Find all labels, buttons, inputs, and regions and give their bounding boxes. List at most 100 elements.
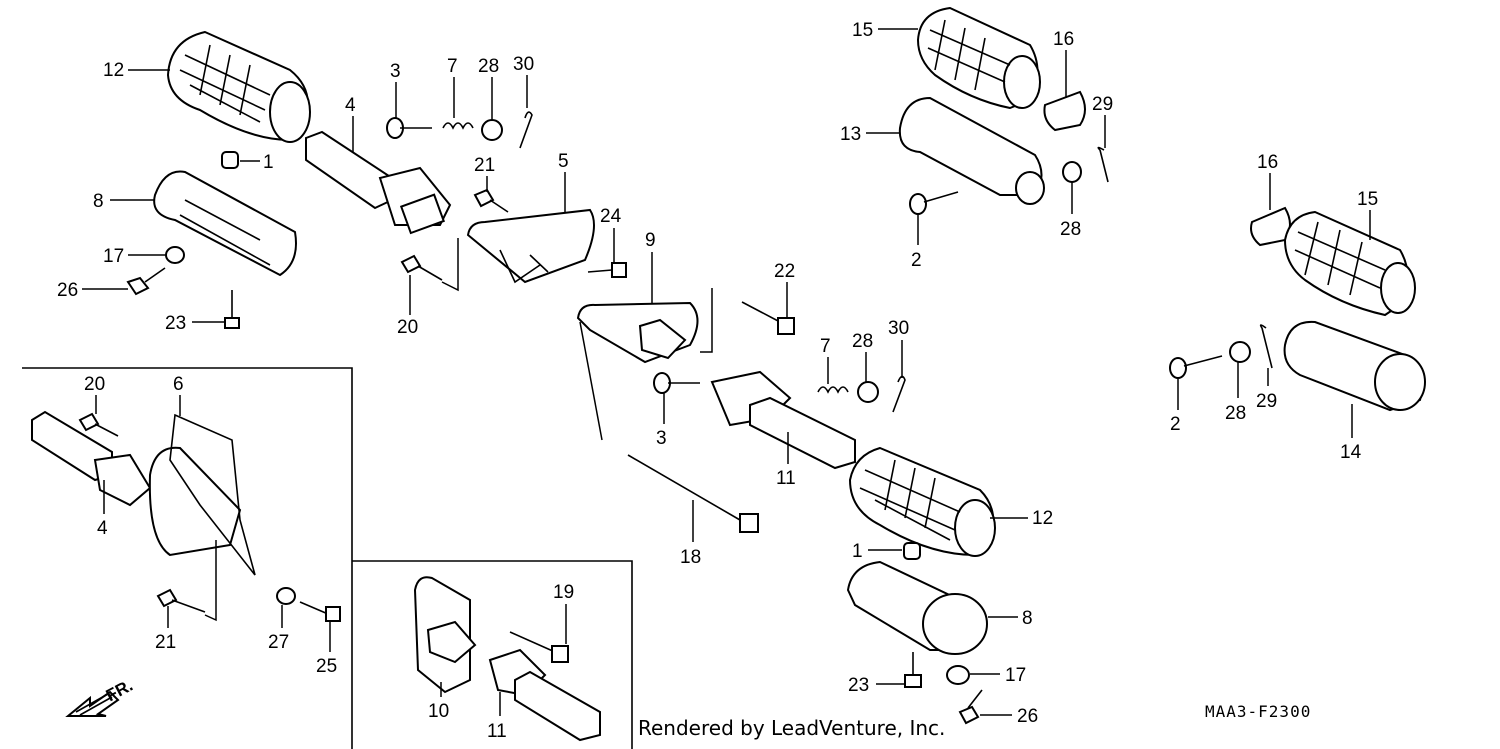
part-3-pin-center (653, 372, 700, 394)
part-23-bolt-center (904, 652, 922, 688)
callouts: 12 1 8 17 26 23 4 3 7 28 30 21 5 24 20 9… (57, 20, 1378, 742)
callout-30-top: 30 (513, 54, 534, 75)
callout-2-right: 2 (1170, 414, 1181, 435)
part-20-bolt-top (400, 238, 459, 292)
part-1-bushing-left (221, 151, 239, 169)
part-29-pin-right (1259, 324, 1273, 369)
callout-10: 10 (428, 701, 449, 722)
callout-11-center: 11 (776, 468, 796, 489)
callout-17-top-left: 17 (103, 246, 124, 267)
part-30-pin-center (892, 375, 906, 413)
callout-14: 14 (1340, 442, 1362, 463)
callout-15-top-right: 15 (852, 20, 873, 41)
callout-28-center: 28 (852, 331, 873, 352)
part-21-bolt-inset (156, 540, 217, 622)
part-9-bracket-center (576, 301, 699, 364)
callout-3-top: 3 (390, 61, 401, 82)
part-29-pin-top (1097, 146, 1109, 183)
part-8-peg-left (153, 170, 297, 277)
part-28-washer-right (1229, 341, 1251, 363)
part-30-pin-top (519, 111, 533, 149)
callout-2-top-right: 2 (911, 250, 922, 271)
part-23-bolt-left (224, 290, 240, 329)
part-4-footpeg-arm-inset (31, 410, 152, 507)
part-7-spring-center (817, 386, 849, 394)
callout-8-center: 8 (1022, 608, 1033, 629)
part-2-pin-right (1169, 355, 1223, 379)
inset-frame-bottom (352, 560, 633, 749)
callout-23-center: 23 (848, 675, 869, 696)
callout-12-center: 12 (1032, 508, 1053, 529)
callout-21-top: 21 (474, 155, 495, 176)
part-27-washer (276, 587, 296, 605)
callout-12-top-left: 12 (103, 60, 124, 81)
callout-5: 5 (558, 151, 569, 172)
part-18-long-bolt (579, 321, 759, 533)
part-28-washer-top (481, 119, 503, 141)
callout-19: 19 (553, 582, 574, 603)
part-8-peg-center (846, 560, 988, 655)
callout-21-inset: 21 (155, 632, 176, 653)
callout-16-right: 16 (1257, 152, 1278, 173)
callout-4-inset: 4 (97, 518, 108, 539)
callout-7-top: 7 (447, 56, 458, 77)
part-11-footpeg-arm-inset (488, 648, 601, 742)
callout-22: 22 (774, 261, 795, 282)
diagram-code: MAA3-F2300 (1205, 702, 1312, 721)
part-11-footpeg-arm-center (710, 370, 856, 470)
part-3-pin-top (386, 117, 432, 139)
part-26-bolt-center (958, 689, 983, 725)
part-10-bracket-inset (413, 576, 477, 694)
callout-15-right: 15 (1357, 189, 1378, 210)
callout-3-center: 3 (656, 428, 667, 449)
callout-23-top-left: 23 (165, 313, 186, 334)
part-16-plate-top (1043, 90, 1086, 132)
part-12-footpeg-rubber-left (166, 30, 311, 143)
render-credit: Rendered by LeadVenture, Inc. (638, 716, 946, 740)
part-21-bolt-top (473, 188, 509, 213)
part-28-washer-top-right (1062, 161, 1082, 183)
part-1-bushing-center (903, 542, 921, 560)
inset-frame-left (22, 367, 353, 749)
part-25-bolt (299, 601, 341, 622)
part-14-footpeg (1283, 320, 1426, 412)
part-5-bracket-top (466, 208, 595, 284)
callout-24: 24 (600, 206, 622, 227)
callout-16-top: 16 (1053, 29, 1074, 50)
part-17-washer-center (946, 665, 970, 685)
callout-17-center: 17 (1005, 665, 1026, 686)
callout-26-top-left: 26 (57, 280, 78, 301)
part-13-footpeg (898, 96, 1045, 205)
callout-1-top-left: 1 (263, 152, 274, 173)
callout-30-center: 30 (888, 318, 909, 339)
callout-8-top-left: 8 (93, 191, 104, 212)
direction-arrow (65, 690, 120, 717)
part-19-bolt (509, 631, 569, 663)
callout-6: 6 (173, 374, 184, 395)
callout-27: 27 (268, 632, 289, 653)
part-2-pin-top-right (909, 191, 959, 215)
part-22-bolt (700, 288, 795, 353)
part-4-footpeg-arm-top (305, 130, 452, 235)
callout-26-center: 26 (1017, 706, 1038, 727)
callout-11-inset: 11 (487, 721, 507, 742)
part-20-bolt-inset (78, 412, 119, 437)
callout-13: 13 (840, 124, 861, 145)
callout-29-right: 29 (1256, 391, 1277, 412)
part-26-bolt-left (126, 267, 166, 296)
callout-4-top: 4 (345, 95, 356, 116)
part-28-washer-center (857, 381, 879, 403)
callout-7-center: 7 (820, 336, 831, 357)
callout-20-inset: 20 (84, 374, 105, 395)
callout-25: 25 (316, 656, 337, 677)
callout-28-top-right: 28 (1060, 219, 1081, 240)
callout-9: 9 (645, 230, 656, 251)
part-7-spring-top (442, 122, 474, 130)
callout-28-top: 28 (478, 56, 499, 77)
part-15-footpeg-rubber-right (1283, 210, 1416, 317)
callout-18: 18 (680, 547, 701, 568)
callout-28-right: 28 (1225, 403, 1246, 424)
callout-29-top: 29 (1092, 94, 1113, 115)
callout-20-top: 20 (397, 317, 418, 338)
